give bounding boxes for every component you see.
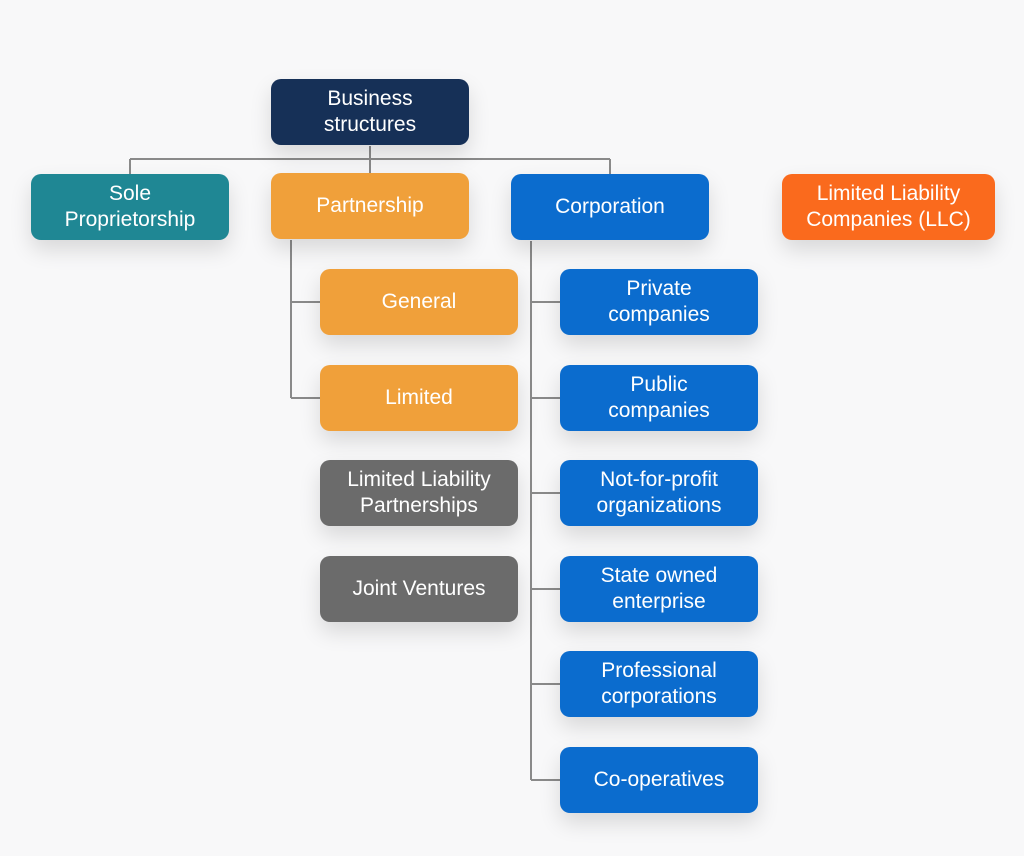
- node-co-operatives: Co-operatives: [560, 747, 758, 813]
- node-state-owned-enterprise: State owned enterprise: [560, 556, 758, 622]
- node-partnership: Partnership: [271, 173, 469, 239]
- node-joint-ventures: Joint Ventures: [320, 556, 518, 622]
- node-llc: Limited Liability Companies (LLC): [782, 174, 995, 240]
- node-public-companies: Public companies: [560, 365, 758, 431]
- node-limited: Limited: [320, 365, 518, 431]
- node-limited-liability-partnerships: Limited Liability Partnerships: [320, 460, 518, 526]
- node-sole-proprietorship: Sole Proprietorship: [31, 174, 229, 240]
- node-corporation: Corporation: [511, 174, 709, 240]
- node-private-companies: Private companies: [560, 269, 758, 335]
- node-business-structures: Business structures: [271, 79, 469, 145]
- node-general: General: [320, 269, 518, 335]
- node-not-for-profit-organizations: Not-for-profit organizations: [560, 460, 758, 526]
- node-professional-corporations: Professional corporations: [560, 651, 758, 717]
